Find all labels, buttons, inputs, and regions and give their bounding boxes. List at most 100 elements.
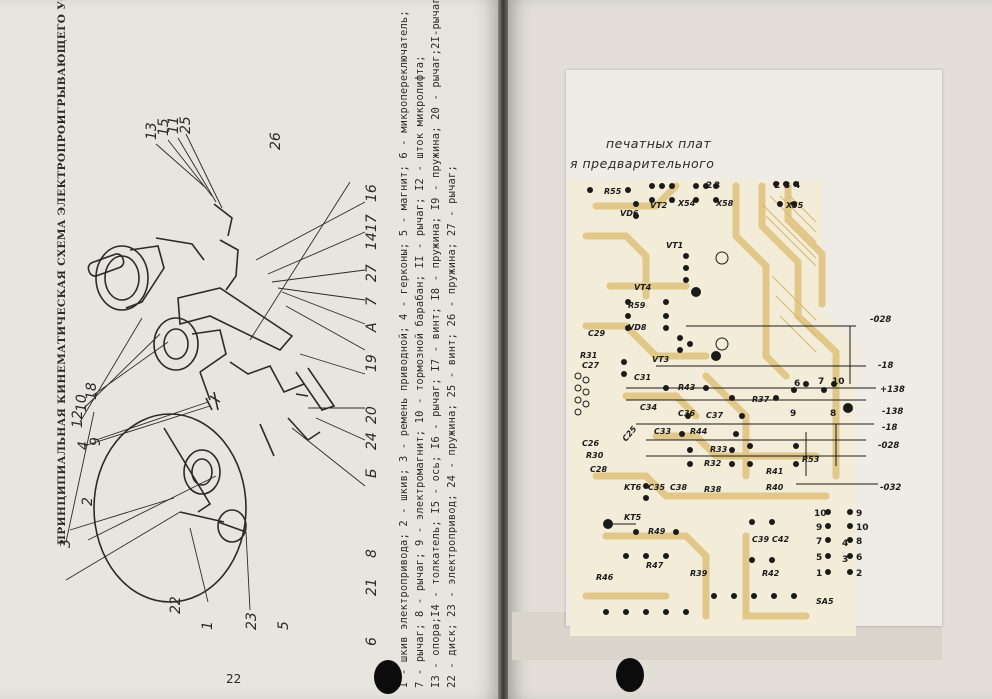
svg-text:9: 9 <box>816 523 822 533</box>
svg-text:R43: R43 <box>678 383 696 392</box>
kinematic-diagram: 3 12 10 18 9 4 2 22 1 23 5 13 15 11 25 2… <box>60 116 380 646</box>
svg-text:4: 4 <box>842 539 848 549</box>
svg-text:12: 12 <box>70 410 86 428</box>
svg-text:VT1: VT1 <box>666 241 683 250</box>
svg-text:R39: R39 <box>690 569 708 578</box>
svg-text:VT2: VT2 <box>650 201 668 210</box>
legend-line-4: 22 - диск; 23 - электропривод; 24 - пруж… <box>446 165 458 688</box>
pcb-title-line-1: печатных плат <box>606 136 712 151</box>
svg-text:C35: C35 <box>648 483 665 492</box>
svg-text:R30: R30 <box>586 451 604 460</box>
svg-text:R46: R46 <box>596 573 614 582</box>
punch-hole-left <box>374 660 402 694</box>
svg-text:1: 1 <box>200 621 216 630</box>
svg-text:19: 19 <box>364 354 380 372</box>
svg-text:9: 9 <box>88 437 104 446</box>
svg-text:R55: R55 <box>604 187 622 196</box>
svg-text:3: 3 <box>784 181 790 191</box>
svg-text:VD8: VD8 <box>628 323 647 332</box>
svg-text:R49: R49 <box>648 527 666 536</box>
svg-text:R59: R59 <box>628 301 646 310</box>
svg-text:7: 7 <box>816 537 822 547</box>
pcb-layout: R55 VT2 VD6 X54 X58 X55 VT1 VT4 R59 VD8 … <box>566 180 905 636</box>
svg-text:2: 2 <box>774 181 780 191</box>
svg-text:R38: R38 <box>704 485 722 494</box>
svg-text:3: 3 <box>60 539 74 548</box>
svg-text:C28: C28 <box>590 465 607 474</box>
svg-text:R33: R33 <box>710 445 728 454</box>
svg-text:8: 8 <box>830 409 836 419</box>
svg-text:VD6: VD6 <box>620 209 639 218</box>
svg-text:VT4: VT4 <box>634 283 652 292</box>
svg-text:6: 6 <box>364 637 380 646</box>
svg-text:1: 1 <box>816 569 822 579</box>
svg-text:18: 18 <box>84 382 100 400</box>
svg-text:8: 8 <box>856 537 862 547</box>
svg-text:R53: R53 <box>802 455 820 464</box>
svg-text:10: 10 <box>74 394 90 412</box>
svg-text:2: 2 <box>80 497 96 506</box>
svg-text:X55: X55 <box>785 201 804 210</box>
svg-text:22: 22 <box>168 596 184 614</box>
svg-text:-028: -028 <box>878 441 899 451</box>
left-page <box>0 0 502 699</box>
svg-text:R37: R37 <box>752 395 770 404</box>
svg-text:C37: C37 <box>706 411 723 420</box>
svg-text:X58: X58 <box>715 199 734 208</box>
pcb-title-line-2: я предварительного <box>570 156 715 171</box>
svg-text:-032: -032 <box>880 483 901 493</box>
svg-text:C29: C29 <box>588 329 605 338</box>
svg-text:C36: C36 <box>678 409 695 418</box>
svg-text:-18: -18 <box>882 423 897 433</box>
svg-text:4: 4 <box>794 181 800 191</box>
svg-text:10: 10 <box>832 377 845 387</box>
svg-text:Б: Б <box>364 468 380 478</box>
legend-line-3: I3 - опора;I4 - толкатель; I5 - ось; I6 … <box>430 0 442 688</box>
svg-text:6: 6 <box>794 379 800 389</box>
svg-text:R42: R42 <box>762 569 780 578</box>
svg-text:5: 5 <box>816 553 822 563</box>
punch-hole-right <box>616 658 644 692</box>
svg-text:C26: C26 <box>582 439 599 448</box>
svg-text:10: 10 <box>814 509 827 519</box>
svg-text:2: 2 <box>706 181 712 191</box>
svg-text:20: 20 <box>364 406 380 424</box>
svg-text:23: 23 <box>244 612 260 630</box>
book-spine <box>498 0 508 699</box>
svg-text:R32: R32 <box>704 459 722 468</box>
svg-text:8: 8 <box>364 549 380 558</box>
svg-text:X54: X54 <box>677 199 696 208</box>
svg-text:27: 27 <box>364 264 380 282</box>
svg-text:SA5: SA5 <box>816 597 834 606</box>
svg-text:R31: R31 <box>580 351 597 360</box>
svg-text:R44: R44 <box>690 427 708 436</box>
svg-text:14: 14 <box>364 232 380 250</box>
svg-text:R40: R40 <box>766 483 784 492</box>
svg-text:4: 4 <box>76 441 92 450</box>
svg-text:KT5: KT5 <box>624 513 642 522</box>
svg-text:A: A <box>364 322 380 333</box>
svg-text:-028: -028 <box>870 315 891 325</box>
svg-text:C38: C38 <box>670 483 687 492</box>
svg-text:C27: C27 <box>582 361 599 370</box>
svg-text:9: 9 <box>856 509 862 519</box>
svg-text:10: 10 <box>856 523 869 533</box>
svg-text:-138: -138 <box>882 407 903 417</box>
svg-text:3: 3 <box>842 555 848 565</box>
svg-text:-18: -18 <box>878 361 893 371</box>
svg-text:7: 7 <box>818 377 824 387</box>
svg-text:C42: C42 <box>772 535 789 544</box>
svg-text:9: 9 <box>790 409 796 419</box>
svg-text:11: 11 <box>166 116 182 134</box>
svg-text:13: 13 <box>144 122 160 140</box>
svg-text:R47: R47 <box>646 561 664 570</box>
svg-text:16: 16 <box>364 184 380 202</box>
legend-line-2: 7 - рычаг; 8 - рычаг; 9 - электромагнит;… <box>414 55 426 688</box>
svg-text:24: 24 <box>364 432 380 450</box>
svg-text:R41: R41 <box>766 467 783 476</box>
svg-text:2: 2 <box>856 569 862 579</box>
svg-text:C33: C33 <box>654 427 671 436</box>
svg-text:26: 26 <box>268 132 284 150</box>
svg-text:17: 17 <box>364 214 380 232</box>
svg-text:3: 3 <box>714 181 720 191</box>
